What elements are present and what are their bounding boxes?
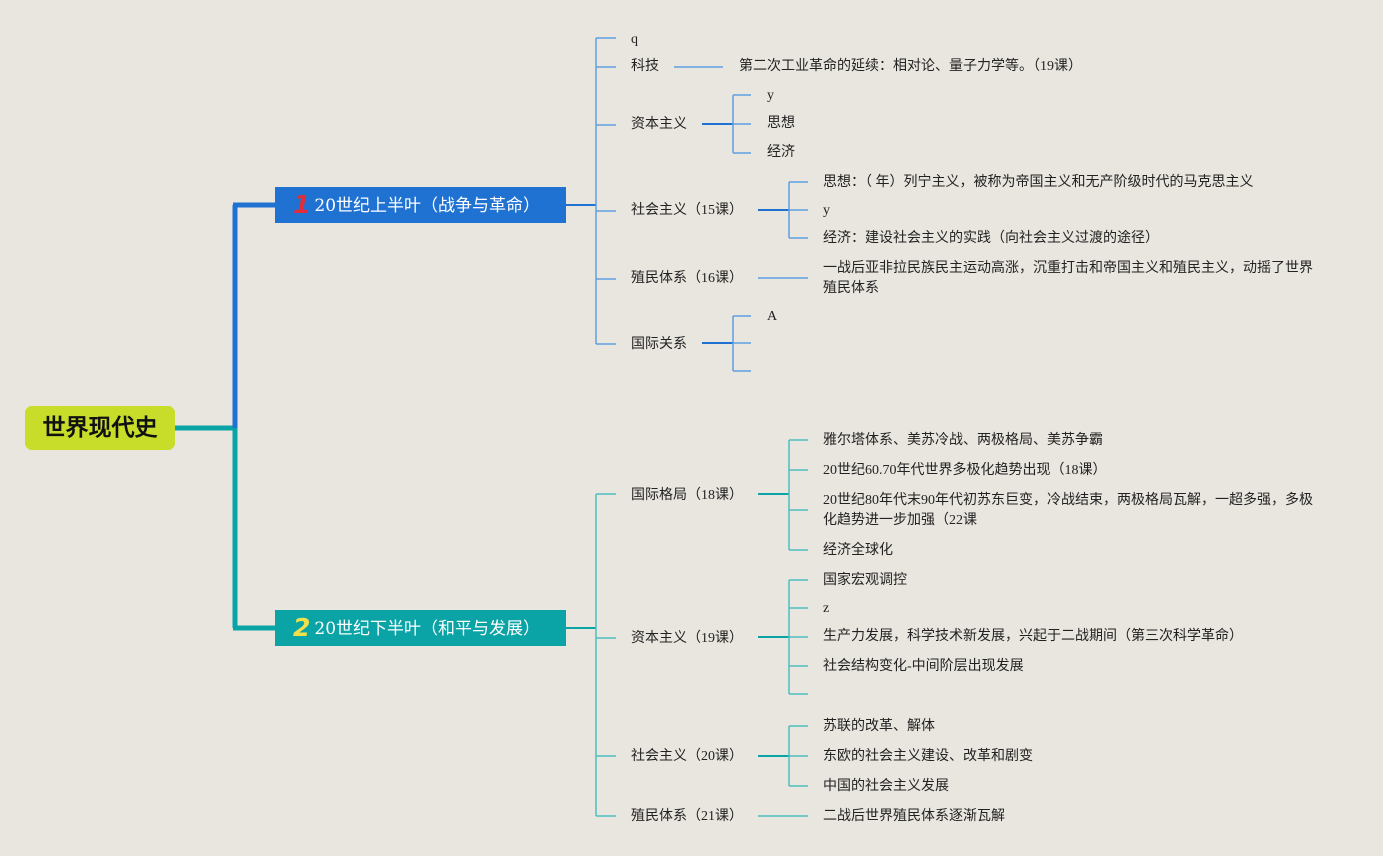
topic-international-relations[interactable]: 国际关系 — [631, 337, 687, 352]
branch-number: 1 — [293, 190, 311, 219]
leaf-socialism-1[interactable]: 思想：（ 年）列宁主义，被称为帝国主义和无产阶级时代的马克思主义 — [823, 175, 1254, 190]
leaf-socialism2-2[interactable]: 东欧的社会主义建设、改革和剧变 — [823, 749, 1033, 764]
leaf-pattern-2[interactable]: 20世纪60.70年代世界多极化趋势出现（18课） — [823, 463, 1107, 478]
branch-label: 20世纪下半叶（和平与发展） — [314, 619, 541, 639]
leaf-capitalism-2[interactable]: 思想 — [767, 116, 795, 131]
leaf-colonial2-1[interactable]: 二战后世界殖民体系逐渐瓦解 — [823, 809, 1005, 824]
topic-socialism[interactable]: 社会主义（15课） — [631, 203, 743, 218]
leaf-pattern-1[interactable]: 雅尔塔体系、美苏冷战、两极格局、美苏争霸 — [823, 433, 1103, 448]
topic-world-pattern[interactable]: 国际格局（18课） — [631, 488, 743, 503]
leaf-socialism2-1[interactable]: 苏联的改革、解体 — [823, 719, 935, 734]
leaf-socialism-2[interactable]: y — [823, 203, 830, 218]
leaf-intl-relations-1[interactable]: A — [767, 309, 778, 324]
leaf-capitalism2-3[interactable]: 生产力发展，科学技术新发展，兴起于二战期间（第三次科学革命） — [823, 629, 1243, 644]
leaf-pattern-3[interactable]: 20世纪80年代末90年代初苏东巨变，冷战结束，两极格局瓦解，一超多强，多极化趋… — [823, 493, 1313, 528]
root-node[interactable]: 世界现代史 — [25, 406, 175, 450]
topic-socialism-2[interactable]: 社会主义（20课） — [631, 749, 743, 764]
leaf-technology-1[interactable]: 第二次工业革命的延续：相对论、量子力学等。（19课） — [739, 59, 1082, 74]
leaf-socialism-3[interactable]: 经济：建设社会主义的实践（向社会主义过渡的途径） — [823, 231, 1159, 246]
leaf-colonial-1[interactable]: 一战后亚非拉民族民主运动高涨，沉重打击和帝国主义和殖民主义，动摇了世界殖民体系 — [823, 261, 1313, 296]
leaf-capitalism2-2[interactable]: z — [823, 601, 830, 616]
leaf-socialism2-3[interactable]: 中国的社会主义发展 — [823, 779, 949, 794]
leaf-capitalism2-1[interactable]: 国家宏观调控 — [823, 573, 907, 588]
topic-colonial-system[interactable]: 殖民体系（16课） — [631, 271, 743, 286]
topic-technology[interactable]: 科技 — [631, 59, 659, 74]
leaf-pattern-4[interactable]: 经济全球化 — [823, 543, 893, 558]
topic-capitalism[interactable]: 资本主义 — [631, 117, 687, 132]
leaf-capitalism-3[interactable]: 经济 — [767, 145, 795, 160]
topic-capitalism-2[interactable]: 资本主义（19课） — [631, 631, 743, 646]
branch-label: 20世纪上半叶（战争与革命） — [314, 196, 541, 216]
branch-number: 2 — [293, 613, 311, 642]
leaf-capitalism-1[interactable]: y — [767, 88, 774, 103]
topic-colonial-system-2[interactable]: 殖民体系（21课） — [631, 809, 743, 824]
topic-q[interactable]: q — [631, 32, 638, 47]
leaf-capitalism2-4[interactable]: 社会结构变化-中间阶层出现发展 — [823, 659, 1024, 674]
